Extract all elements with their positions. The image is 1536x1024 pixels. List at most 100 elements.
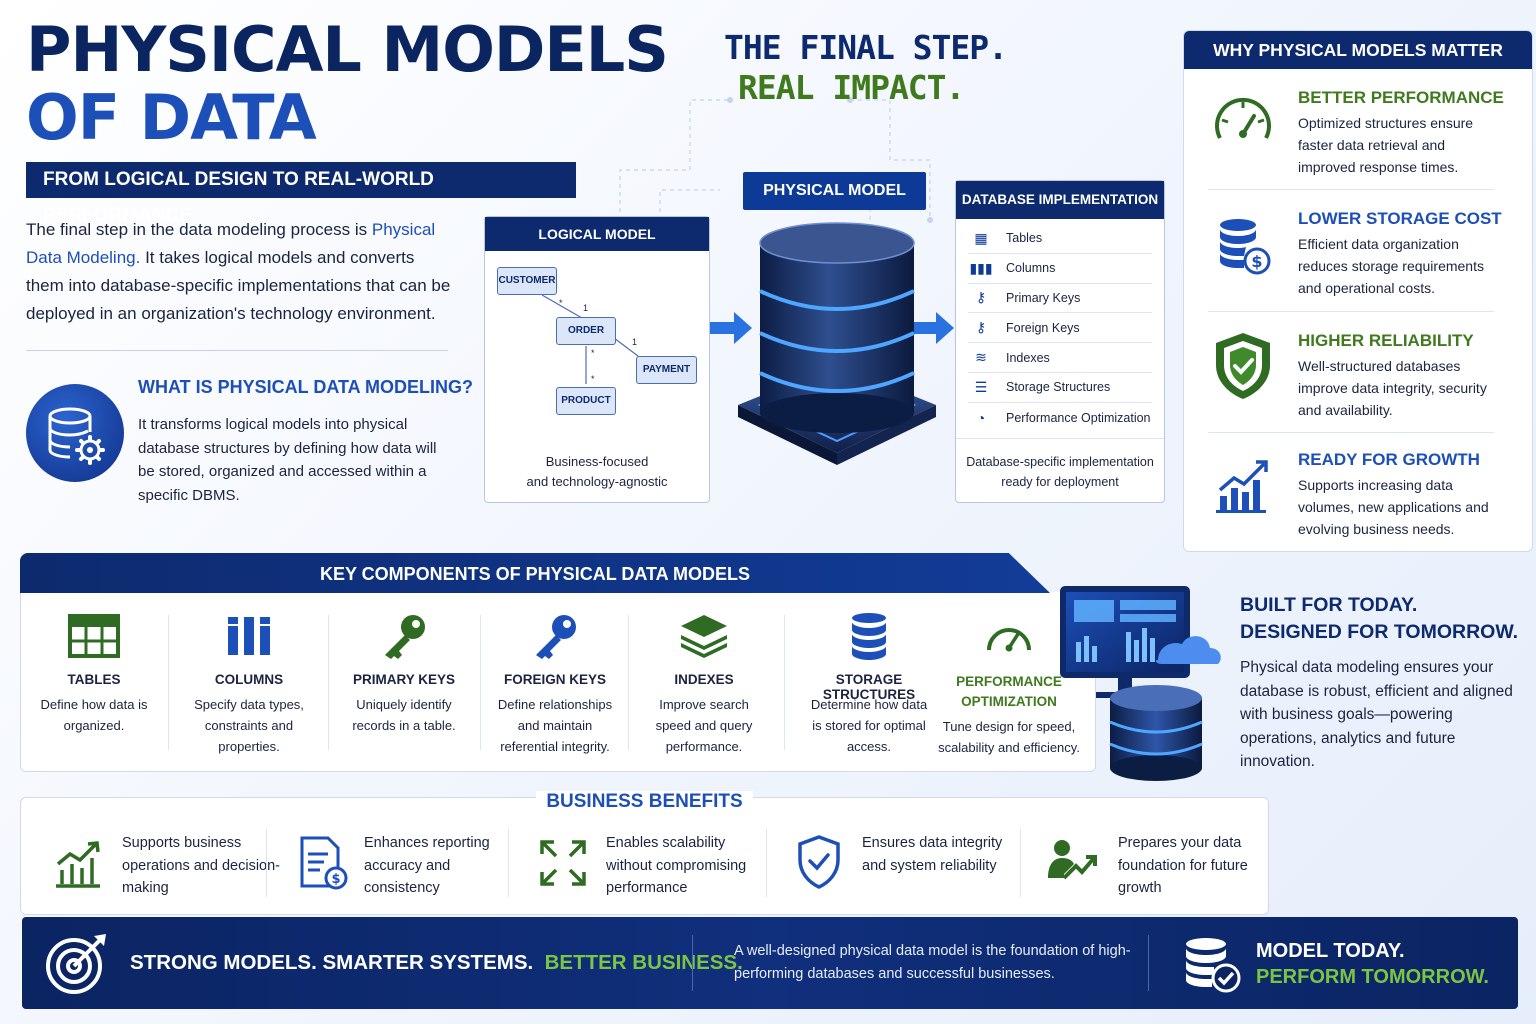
component-name: TABLES	[67, 672, 121, 687]
page-title-line1: PHYSICAL MODELS	[26, 13, 669, 86]
entity-order: ORDER	[556, 317, 616, 345]
cardinality-label: 1	[583, 303, 589, 313]
shield-check-icon	[798, 835, 840, 889]
intro-text-1: The final step in the data modeling proc…	[26, 220, 372, 239]
database-gear-icon	[26, 384, 124, 482]
list-item: ≋Indexes	[968, 343, 1152, 373]
divider	[766, 829, 767, 897]
why-item-growth: READY FOR GROWTH Supports increasing dat…	[1208, 450, 1494, 550]
key-icon: ⚷	[975, 289, 987, 306]
component-name: COLUMNS	[214, 672, 284, 687]
component-tables: TABLES Define how data is organized.	[26, 608, 162, 736]
divider	[508, 829, 509, 897]
component-name: FOREIGN KEYS	[503, 672, 606, 687]
why-item-text: Efficient data organization reduces stor…	[1298, 236, 1484, 296]
divider	[1208, 432, 1494, 433]
component-desc: Specify data types, constraints and prop…	[194, 697, 304, 754]
divider	[1148, 935, 1149, 991]
why-item-title: LOWER STORAGE COST	[1298, 209, 1502, 228]
columns-icon: ▮▮▮	[969, 259, 993, 276]
list-item-label: Performance Optimization	[1006, 410, 1151, 425]
divider	[784, 615, 785, 750]
monitor-cloud-database-illustration	[1060, 586, 1221, 781]
shield-check-icon	[1208, 331, 1278, 401]
divider	[1020, 829, 1021, 897]
list-item: ⚷Primary Keys	[968, 284, 1152, 314]
cardinality-label: *	[591, 348, 595, 358]
list-item-label: Tables	[1006, 231, 1043, 246]
background-circuit-lines	[617, 97, 933, 223]
component-desc: Define how data is organized.	[40, 697, 148, 733]
footer-closing-line1: MODEL TODAY.	[1256, 940, 1405, 962]
footer-slogan: STRONG MODELS. SMARTER SYSTEMS. BETTER B…	[130, 951, 743, 975]
why-panel	[1183, 30, 1533, 552]
entity-product: PRODUCT	[556, 387, 616, 415]
benefit-text: Prepares your data foundation for future…	[1118, 835, 1248, 896]
database-icon	[790, 608, 948, 664]
cardinality-label: 1	[632, 337, 638, 347]
why-item-performance: BETTER PERFORMANCE Optimized structures …	[1208, 88, 1504, 188]
why-item-title: BETTER PERFORMANCE	[1298, 88, 1504, 107]
divider	[266, 829, 267, 897]
page-title-line2: OF DATA	[26, 81, 317, 154]
divider	[328, 615, 329, 750]
growth-chart-icon	[56, 841, 100, 888]
component-desc: Tune design for speed, scalability and e…	[938, 719, 1080, 755]
columns-icon	[174, 608, 324, 664]
divider	[692, 935, 693, 991]
divider	[168, 615, 169, 750]
growth-chart-icon	[1208, 450, 1278, 520]
caption-line: Database-specific implementation	[966, 455, 1154, 469]
key-icon	[334, 608, 474, 664]
gauge-icon: ◔	[976, 409, 986, 426]
why-item-text: Well-structured databases improve data i…	[1298, 358, 1487, 418]
intro-paragraph: The final step in the data modeling proc…	[26, 216, 456, 328]
component-desc: Determine how data is stored for optimal…	[810, 697, 928, 754]
database-cylinder-icon	[738, 222, 936, 465]
cardinality-label: *	[559, 298, 563, 308]
business-benefits-panel	[20, 797, 1269, 915]
key-icon	[484, 608, 626, 664]
footer-message: A well-designed physical data model is t…	[734, 943, 1131, 982]
tagline-final-step: THE FINAL STEP.	[724, 28, 1008, 67]
component-desc: Uniquely identify records in a table.	[352, 697, 456, 733]
business-benefits-title: BUSINESS BENEFITS	[20, 791, 1269, 813]
benefit-text: Supports business operations and decisio…	[122, 835, 280, 896]
logical-model-caption: Business-focused and technology-agnostic	[486, 452, 708, 492]
list-item-label: Foreign Keys	[1006, 320, 1080, 335]
list-item-label: Storage Structures	[1006, 380, 1111, 395]
component-name: STORAGE STRUCTURES	[822, 672, 916, 702]
database-dollar-icon: $	[1208, 209, 1278, 279]
db-implementation-list: ▦Tables ▮▮▮Columns ⚷Primary Keys ⚷Foreig…	[968, 224, 1152, 433]
db-implementation-caption: Database-specific implementation ready f…	[957, 452, 1163, 492]
footer-slogan-main: STRONG MODELS. SMARTER SYSTEMS.	[130, 951, 534, 974]
benefit-text: Ensures data integrity and system reliab…	[862, 835, 1003, 874]
built-line: DESIGNED FOR TOMORROW.	[1240, 621, 1519, 643]
component-name: PERFORMANCE OPTIMIZATION	[956, 674, 1062, 709]
key-components-title: KEY COMPONENTS OF PHYSICAL DATA MODELS	[319, 564, 751, 584]
tagline-real-impact: REAL IMPACT.	[738, 68, 965, 107]
built-line: BUILT FOR TODAY.	[1240, 594, 1418, 616]
list-item-label: Columns	[1006, 261, 1056, 276]
why-item-title: HIGHER RELIABILITY	[1298, 331, 1474, 350]
svg-text:$: $	[1251, 252, 1262, 271]
er-diagram-connectors	[541, 294, 639, 384]
svg-text:$: $	[331, 872, 340, 887]
key-icon: ⚷	[975, 319, 987, 336]
intro-text-2: It takes logical models and converts the…	[26, 248, 451, 323]
layers-icon	[632, 608, 776, 664]
why-item-text: Supports increasing data volumes, new ap…	[1298, 477, 1489, 537]
component-columns: COLUMNS Specify data types, constraints …	[174, 608, 324, 757]
divider	[1208, 311, 1494, 312]
arrow-right-icon	[910, 308, 956, 357]
storage-icon: ☰	[974, 378, 988, 395]
component-name: PRIMARY KEYS	[352, 672, 456, 687]
caption-line: and technology-agnostic	[526, 474, 668, 489]
component-indexes: INDEXES Improve search speed and query p…	[632, 608, 776, 757]
intro-highlight: Physical Data Modeling.	[26, 220, 436, 267]
built-text: Physical data modeling ensures your data…	[1240, 659, 1513, 770]
divider	[628, 615, 629, 750]
physical-model-label: PHYSICAL MODEL	[743, 172, 926, 210]
entity-payment: PAYMENT	[636, 356, 697, 384]
divider	[956, 438, 1164, 439]
